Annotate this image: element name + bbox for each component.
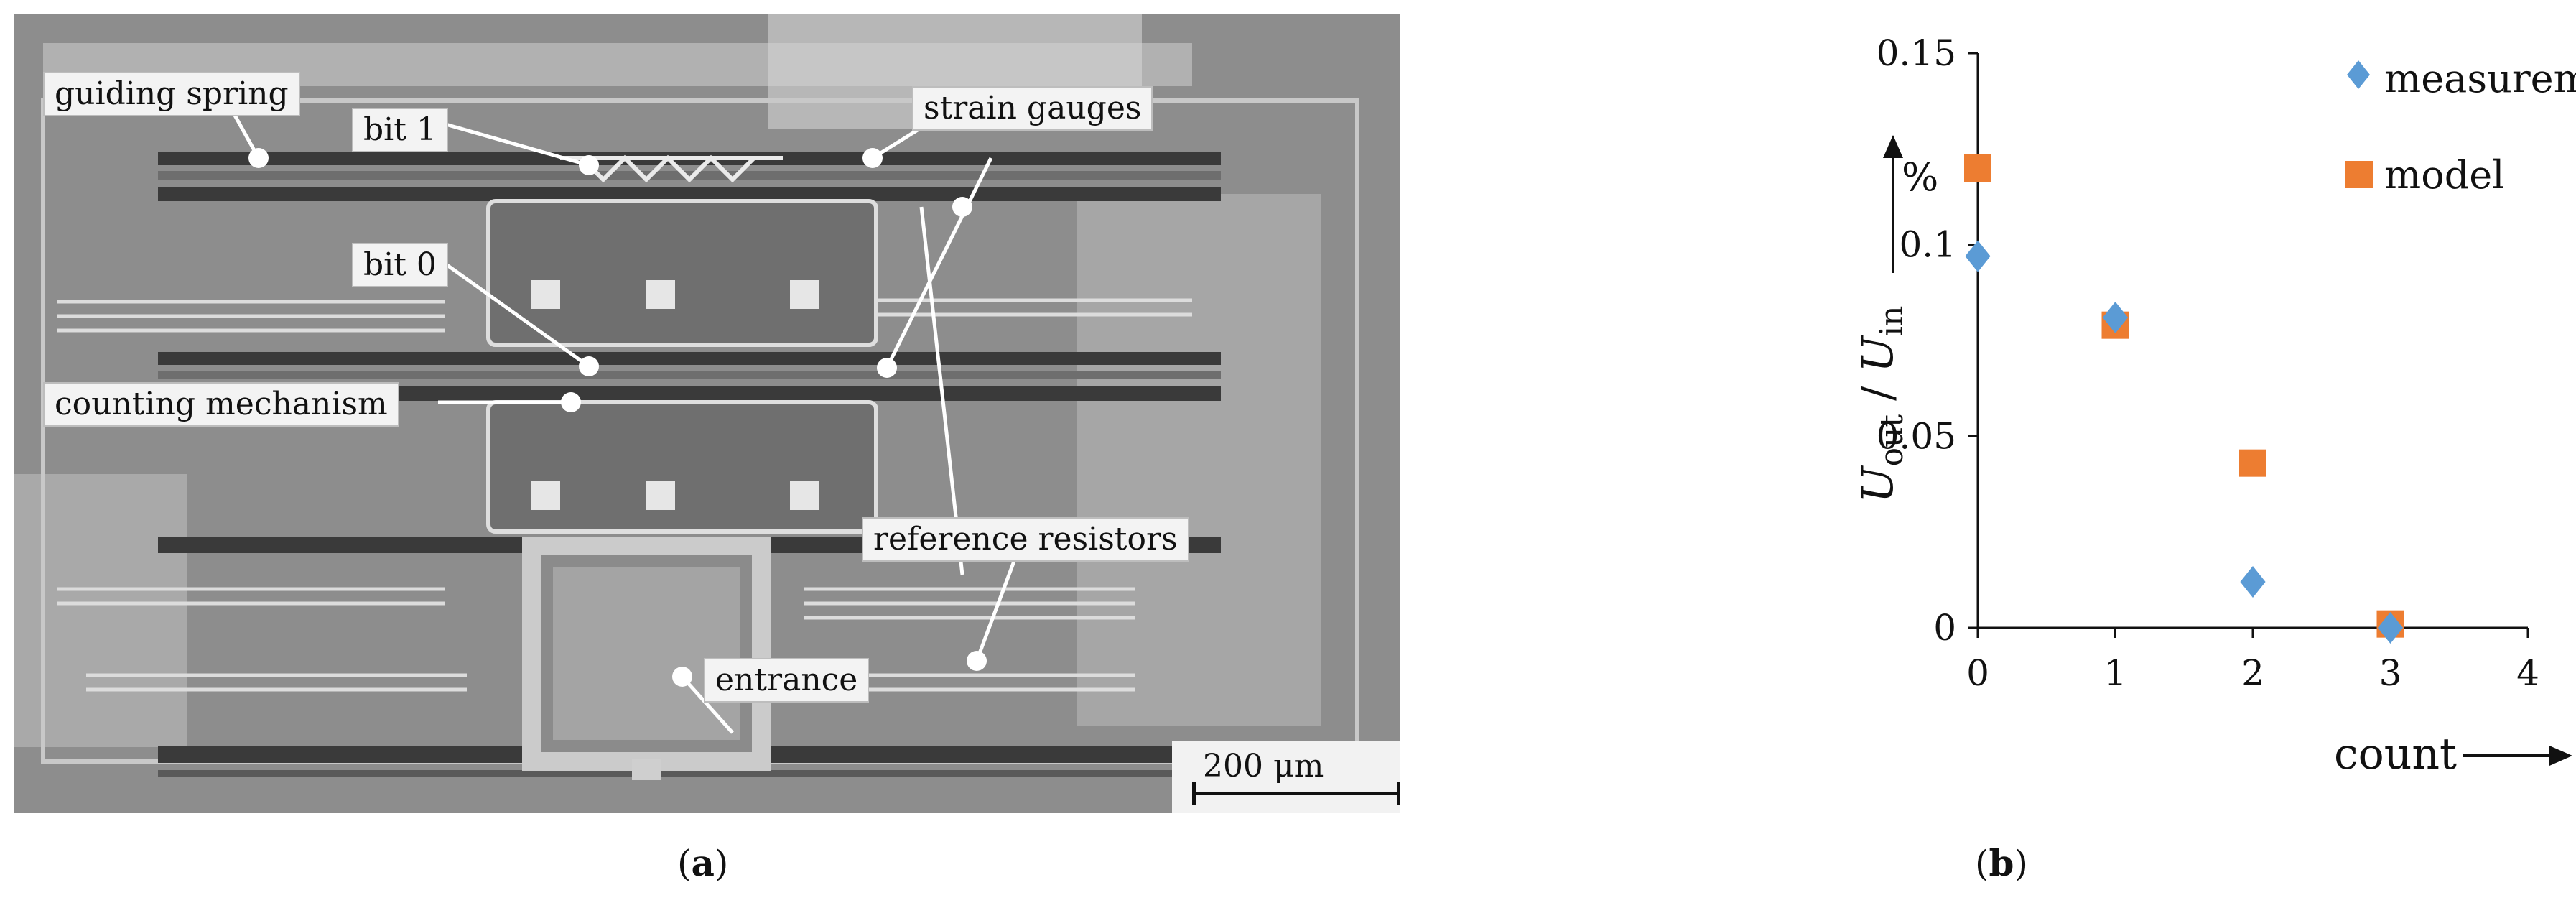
x-axis-ticks: 0 1 2 3 4 <box>1966 628 2539 694</box>
y-axis-label: Uout / Uin <box>1853 306 1910 503</box>
y-axis-ticks: 0 0.05 0.1 0.15 <box>1877 32 1978 649</box>
point-measurement <box>2240 566 2266 598</box>
callout-bit-1: bit 1 <box>352 108 448 152</box>
scale-bar-label: 200 μm <box>1203 748 1324 784</box>
y-tick-label: 0.05 <box>1877 415 1956 457</box>
legend-marker-measurement <box>2347 60 2370 89</box>
point-measurement <box>2377 612 2404 644</box>
callout-guiding-spring: guiding spring <box>43 72 300 116</box>
x-tick-label: 4 <box>2516 652 2539 694</box>
x-axis-arrowhead <box>2549 746 2572 766</box>
x-tick-label: 2 <box>2241 652 2264 694</box>
y-axis-unit: % <box>1902 154 1938 200</box>
mechanism <box>486 199 878 534</box>
x-tick-label: 3 <box>2379 652 2402 694</box>
x-tick-label: 1 <box>2104 652 2127 694</box>
x-tick-label: 0 <box>1966 652 1989 694</box>
y-tick-label: 0.1 <box>1899 224 1956 266</box>
point-measurement <box>1965 240 1991 272</box>
callout-strain-gauges: strain gauges <box>912 86 1153 131</box>
y-axis-arrowhead <box>1883 135 1903 158</box>
sem-micrograph: guiding spring bit 1 strain gauges bit 0… <box>14 14 1400 813</box>
legend-label-measurement: measurement <box>2384 56 2576 101</box>
sem-image <box>14 14 1400 813</box>
x-axis-label: count <box>2334 729 2457 779</box>
point-model <box>2239 449 2266 477</box>
panel-b-label: (b) <box>1975 842 2028 884</box>
callout-bit-0: bit 0 <box>352 243 448 287</box>
data-points <box>1964 154 2404 644</box>
callout-lines <box>220 91 1022 734</box>
point-model <box>1964 154 1991 182</box>
callout-counting-mechanism: counting mechanism <box>43 382 399 427</box>
y-tick-label: 0 <box>1933 607 1956 649</box>
scale-bar <box>1192 782 1400 805</box>
callout-entrance: entrance <box>704 658 870 703</box>
legend-label-model: model <box>2384 152 2505 198</box>
y-tick-label: 0.15 <box>1877 32 1956 74</box>
svg-text:Uout / Uin: Uout / Uin <box>1853 306 1910 503</box>
panel-a-label: (a) <box>677 842 729 884</box>
scatter-chart: 0 1 2 3 4 0 0.05 0.1 0.15 Uout / Uin % count me… <box>1853 32 2576 779</box>
callout-reference-resistors: reference resistors <box>862 517 1189 562</box>
point-measurement <box>2102 302 2129 333</box>
legend: measurement model <box>2345 56 2576 198</box>
scale-bar-background <box>1172 741 1400 813</box>
legend-marker-model <box>2345 161 2373 188</box>
